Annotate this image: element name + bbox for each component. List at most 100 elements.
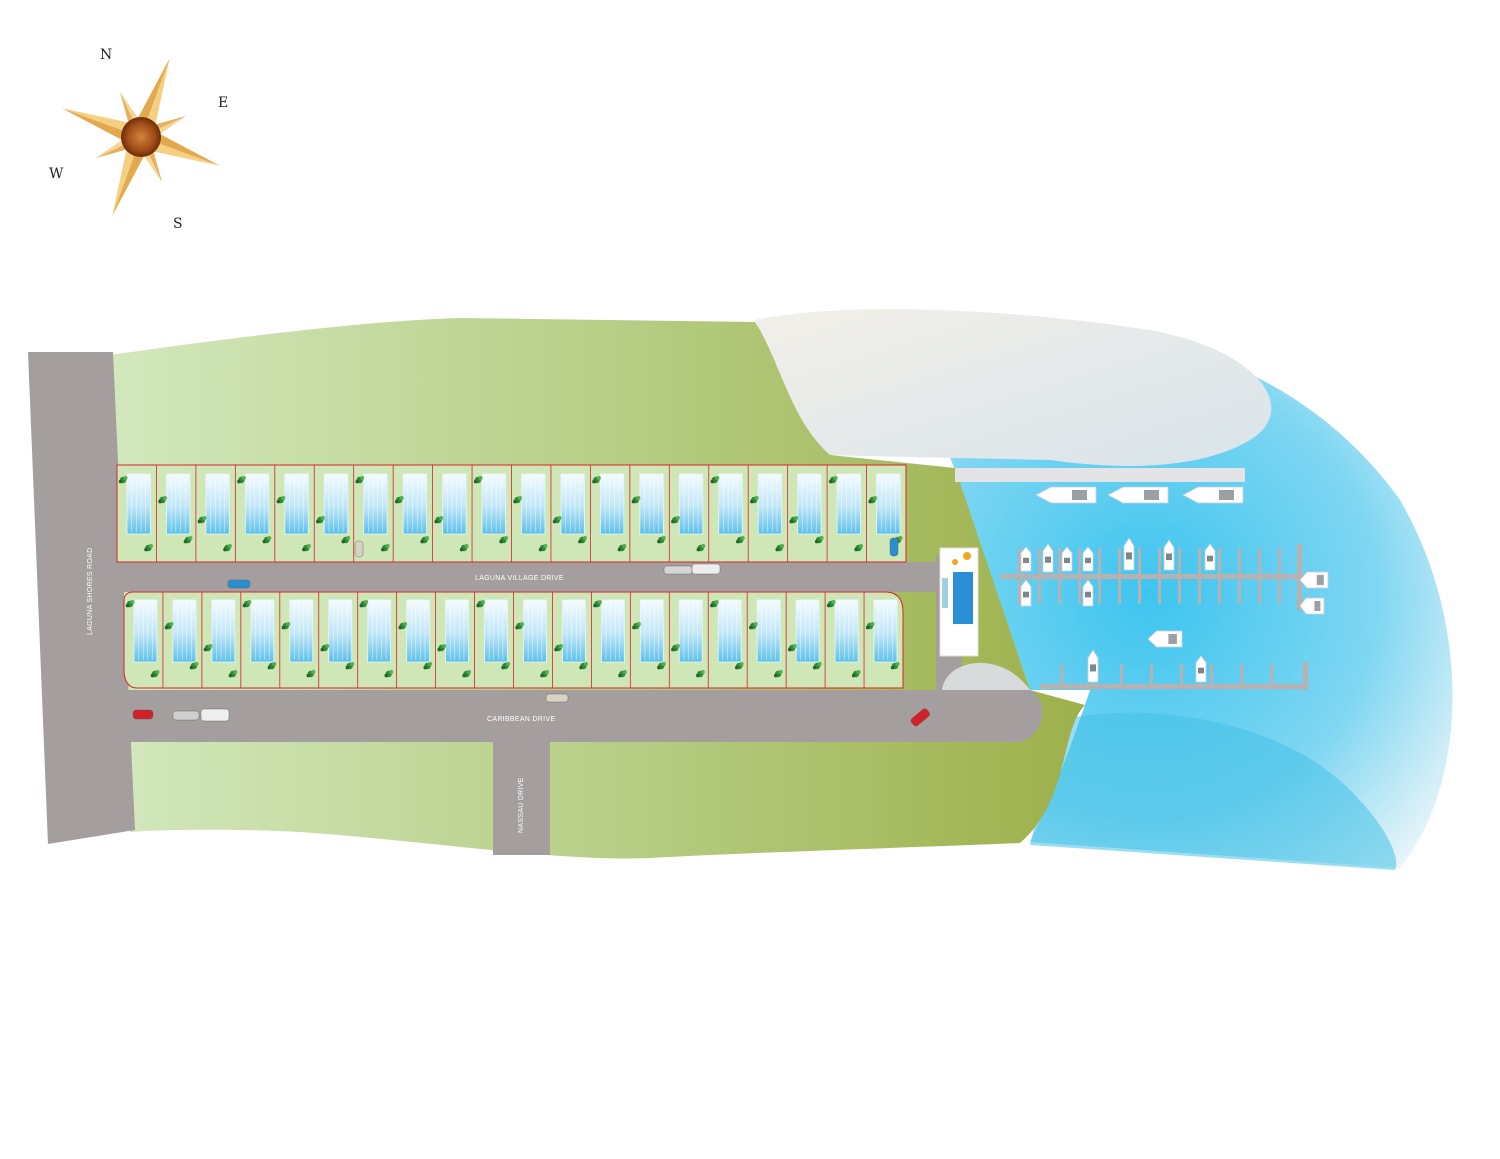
boat-icon bbox=[1123, 537, 1135, 571]
house bbox=[876, 473, 901, 535]
boat-icon bbox=[1082, 579, 1094, 607]
south-lot-row bbox=[123, 591, 904, 689]
palm-tree-icon bbox=[890, 662, 900, 670]
house bbox=[406, 599, 430, 663]
palm-tree-icon bbox=[735, 662, 744, 670]
clubhouse-amenity bbox=[939, 547, 1030, 690]
boat-icon bbox=[1147, 630, 1183, 648]
dock-finger bbox=[1060, 664, 1063, 688]
dock-finger bbox=[1278, 548, 1281, 604]
car-icon bbox=[354, 540, 364, 558]
house bbox=[678, 599, 703, 663]
palm-tree-icon bbox=[420, 536, 430, 544]
dock-finger bbox=[1078, 548, 1081, 604]
car-icon bbox=[545, 693, 569, 703]
palm-tree-icon bbox=[851, 670, 861, 678]
caribbean-drive-label: CARIBBEAN DRIVE bbox=[487, 716, 555, 723]
house bbox=[442, 473, 467, 535]
north-lot-row bbox=[116, 464, 907, 563]
beach-sand bbox=[755, 309, 1272, 466]
house bbox=[639, 599, 664, 663]
dock-finger bbox=[1150, 664, 1153, 688]
boat-icon bbox=[1087, 649, 1099, 683]
dock-finger bbox=[1058, 548, 1061, 604]
dock-finger bbox=[1258, 548, 1261, 604]
boat-icon bbox=[1107, 486, 1169, 504]
nassau-drive-label: NASSAU DRIVE bbox=[518, 777, 525, 833]
boat-trailer-icon bbox=[200, 708, 230, 722]
palm-tree-icon bbox=[394, 496, 404, 504]
palm-tree-icon bbox=[203, 644, 213, 652]
palm-tree-icon bbox=[462, 670, 472, 678]
boat-icon bbox=[1299, 571, 1329, 589]
palm-tree-icon bbox=[828, 476, 838, 484]
palm-tree-icon bbox=[223, 544, 232, 552]
palm-tree-icon bbox=[306, 670, 316, 678]
palm-tree-icon bbox=[579, 662, 588, 670]
compass-north: N bbox=[100, 47, 112, 63]
dock-spine bbox=[1303, 662, 1308, 690]
palm-tree-icon bbox=[423, 662, 433, 670]
dock-finger bbox=[1158, 548, 1161, 604]
boat-icon bbox=[1035, 486, 1097, 504]
lower-dock bbox=[1040, 684, 1308, 689]
palm-tree-icon bbox=[736, 536, 745, 544]
palm-tree-icon bbox=[164, 622, 174, 630]
house bbox=[172, 599, 197, 663]
top-pier bbox=[955, 468, 1245, 482]
palm-tree-icon bbox=[189, 662, 199, 670]
palm-tree-icon bbox=[144, 544, 153, 552]
palm-tree-icon bbox=[276, 496, 286, 504]
house bbox=[133, 599, 158, 663]
dock-finger bbox=[1038, 548, 1041, 604]
house bbox=[166, 473, 191, 535]
palm-tree-icon bbox=[434, 516, 444, 524]
house bbox=[521, 473, 546, 535]
palm-tree-icon bbox=[459, 544, 469, 552]
palm-tree-icon bbox=[499, 536, 508, 544]
laguna-village-drive-label: LAGUNA VILLAGE DRIVE bbox=[475, 575, 564, 582]
cars bbox=[132, 537, 930, 727]
car-icon bbox=[172, 710, 200, 721]
umbrella-icon bbox=[952, 559, 958, 565]
palm-tree-icon bbox=[750, 496, 759, 504]
dock-finger bbox=[1120, 664, 1123, 688]
palm-tree-icon bbox=[355, 476, 365, 484]
dock-finger bbox=[1198, 548, 1201, 604]
palm-tree-icon bbox=[281, 622, 291, 630]
palm-tree-icon bbox=[359, 600, 369, 608]
palm-tree-icon bbox=[437, 644, 447, 652]
palm-tree-icon bbox=[476, 600, 486, 608]
palm-tree-icon bbox=[262, 536, 272, 544]
boat-icon bbox=[1082, 546, 1094, 572]
palm-tree-icon bbox=[696, 670, 705, 678]
dock-finger bbox=[1118, 548, 1121, 604]
palm-tree-icon bbox=[345, 662, 355, 670]
house bbox=[445, 599, 469, 663]
palm-tree-icon bbox=[814, 536, 824, 544]
boat-icon bbox=[1061, 546, 1073, 572]
house bbox=[289, 599, 314, 663]
palm-tree-icon bbox=[854, 544, 864, 552]
palm-tree-icon bbox=[812, 662, 822, 670]
palm-tree-icon bbox=[320, 644, 330, 652]
dock-finger bbox=[1210, 664, 1213, 688]
laguna-shores-road bbox=[28, 352, 135, 844]
house bbox=[284, 473, 309, 535]
dock-finger bbox=[1018, 548, 1021, 604]
dock-finger bbox=[1238, 548, 1241, 604]
palm-tree-icon bbox=[554, 644, 563, 652]
compass-east: E bbox=[218, 95, 228, 111]
house bbox=[834, 599, 859, 663]
house bbox=[795, 599, 820, 663]
palm-tree-icon bbox=[868, 496, 878, 504]
palm-tree-icon bbox=[657, 536, 666, 544]
boat-trailer-icon bbox=[691, 563, 721, 575]
dock-finger bbox=[1138, 548, 1141, 604]
palm-tree-icon bbox=[775, 544, 785, 552]
swimming-pool bbox=[953, 572, 973, 624]
nassau-drive bbox=[493, 740, 550, 855]
palm-tree-icon bbox=[473, 476, 483, 484]
deck-chairs bbox=[942, 578, 948, 608]
boat-icon bbox=[1195, 655, 1207, 683]
